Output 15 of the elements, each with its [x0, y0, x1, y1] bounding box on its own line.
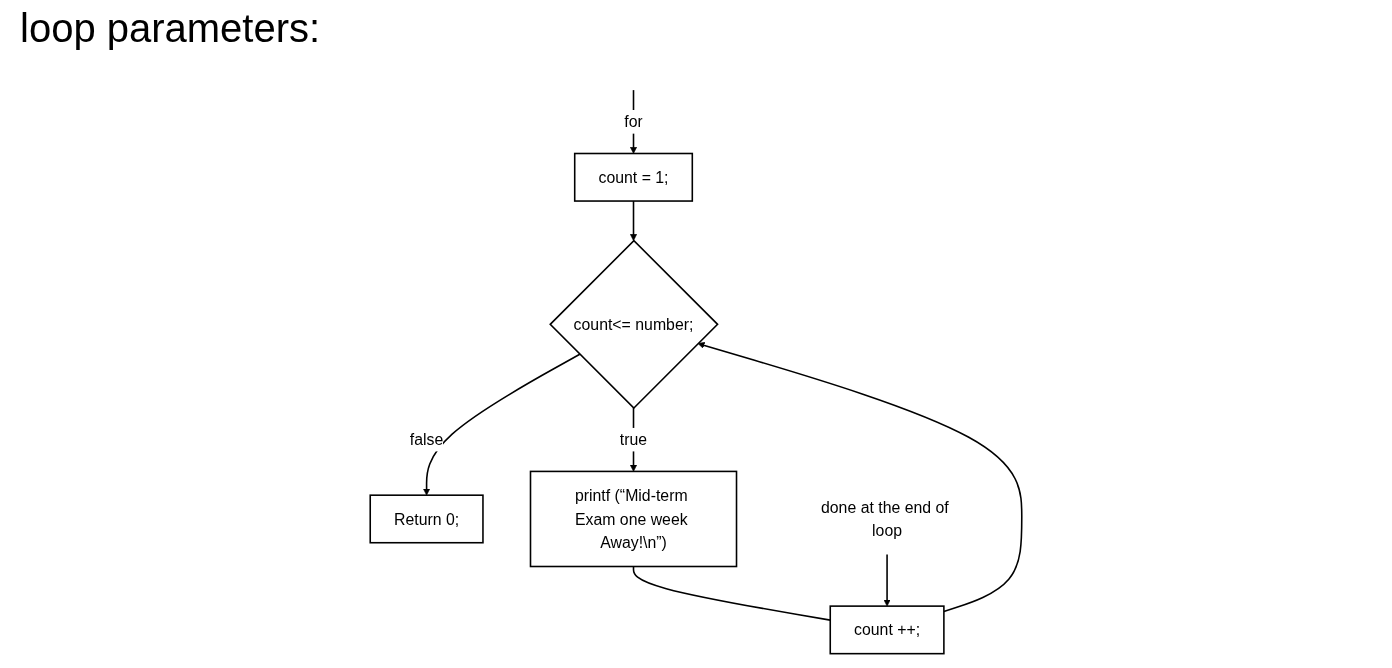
- arrow: [697, 341, 1023, 613]
- node-text: done at the end of loop: [820, 498, 949, 540]
- arrow: [883, 553, 891, 607]
- heading: loop parameters:: [20, 6, 322, 52]
- arrow: [630, 89, 637, 154]
- node-box: printf (“Mid-term Exam one week Away!\n”): [529, 470, 738, 568]
- edge-label: false: [409, 431, 444, 449]
- edge-label: for: [624, 113, 643, 131]
- arrow: [423, 353, 581, 496]
- arrow: [630, 200, 637, 241]
- node-box: count = 1;: [573, 152, 694, 202]
- edge-label: true: [619, 431, 648, 449]
- node-box: Return 0;: [369, 494, 484, 544]
- node-box: count ++;: [829, 605, 945, 655]
- node-diamond: count<= number;: [549, 239, 719, 410]
